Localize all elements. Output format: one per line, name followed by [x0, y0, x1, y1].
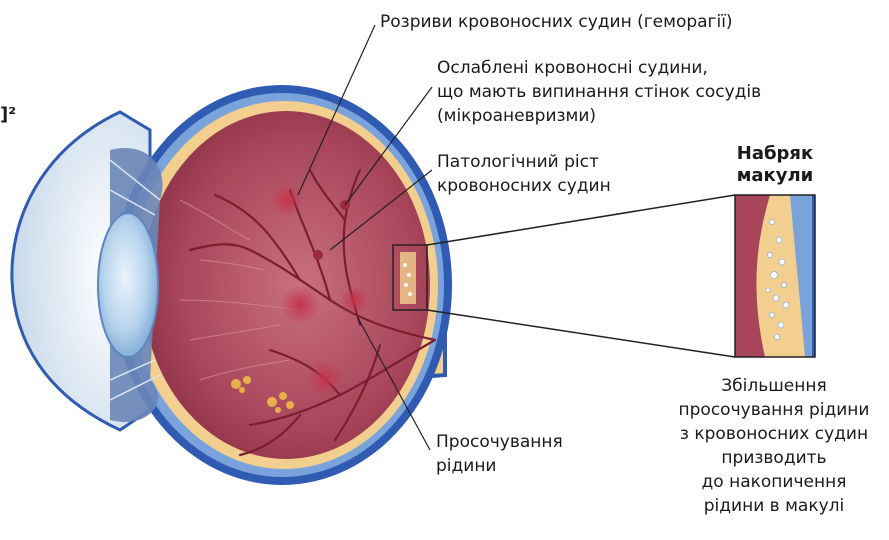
- microaneurysm: [313, 250, 323, 260]
- label-microaneurysm-line: що мають випинання стінок сосудів: [437, 80, 761, 104]
- label-neovascularization: Патологічний ріст кровоносних судин: [437, 150, 611, 198]
- label-neovascularization-line: кровоносних судин: [437, 174, 611, 198]
- inset-caption-line: Збільшення: [664, 374, 884, 398]
- inset-title: Набряк макули: [725, 143, 825, 187]
- label-fluid-leak: Просочування рідини: [436, 430, 563, 478]
- label-microaneurysm-line: (мікроаневризми): [437, 104, 761, 128]
- corner-mark: ]²: [0, 104, 16, 126]
- label-microaneurysm-line: Ослаблені кровоносні судини,: [437, 56, 761, 80]
- inset-title-line: Набряк: [725, 143, 825, 165]
- hemorrhage-spot: [271, 184, 303, 216]
- label-neovascularization-line: Патологічний ріст: [437, 150, 611, 174]
- retina: [142, 111, 430, 459]
- label-microaneurysm: Ослаблені кровоносні судини, що мають ви…: [437, 56, 761, 128]
- hemorrhage-spot: [307, 360, 343, 396]
- hemorrhage-spot: [341, 286, 369, 314]
- inset-caption-line: рідини в макулі: [664, 494, 884, 518]
- inset-title-line: макули: [725, 165, 825, 187]
- lens: [98, 213, 158, 357]
- inset-caption-line: до накопичення: [664, 470, 884, 494]
- hemorrhage-spot: [280, 285, 320, 325]
- label-hemorrhage: Розриви кровоносних судин (геморагії): [380, 10, 733, 34]
- inset-caption-line: призводить: [664, 446, 884, 470]
- inset-caption: Збільшення просочування рідини з кровоно…: [664, 374, 884, 518]
- macula-inset: [735, 195, 815, 357]
- label-fluid-leak-line: Просочування: [436, 430, 563, 454]
- label-fluid-leak-line: рідини: [436, 454, 563, 478]
- inset-caption-line: просочування рідини: [664, 398, 884, 422]
- inset-caption-line: з кровоносних судин: [664, 422, 884, 446]
